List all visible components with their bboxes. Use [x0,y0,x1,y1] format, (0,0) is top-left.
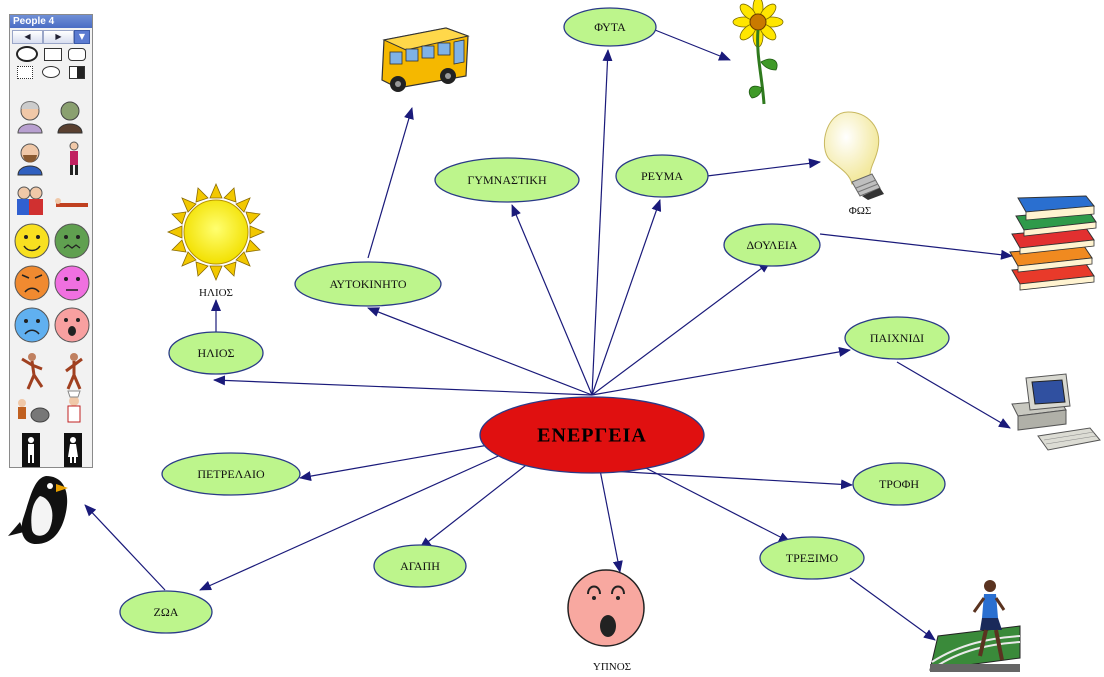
books-icon [1009,195,1097,291]
edge-center-fyta [591,49,613,396]
chef-icon[interactable] [67,390,81,423]
bus-icon [381,27,470,92]
node-zoa[interactable]: ΖΩΑ [119,590,213,634]
node-aytokinito-label: ΑΥΤΟΚΙΝΗΤΟ [329,277,406,291]
athlete-icon[interactable] [65,353,83,390]
center-label: ΕΝΕΡΓΕΙΑ [537,425,647,447]
node-petrelaio[interactable]: ΠΕΤΡΕΛΑΙΟ [161,452,301,496]
couple-icon[interactable] [17,186,43,215]
lying-person-icon[interactable] [55,198,88,207]
edge-center-ypnos [599,469,623,573]
node-doyleia-label: ΔΟΥΛΕΙΑ [747,238,798,252]
edge-center-aytokinito [367,307,593,396]
happy-face-icon[interactable] [14,223,50,259]
surprised-face-icon [567,569,645,647]
node-ilios[interactable]: ΗΛΙΟΣ [168,331,264,375]
node-agapi-label: ΑΓΑΠΗ [400,559,440,573]
node-treximo[interactable]: ΤΡΕΞΙΜΟ [759,536,865,580]
computer-icon [1011,373,1101,451]
palette-shapes-row-2 [13,64,89,80]
palette-next-button[interactable]: ▶ [43,30,74,44]
edge-center-trofi [591,469,853,490]
node-paixnidi[interactable]: ΠΑΙΧΝΙΔΙ [844,316,950,360]
palette-clipart-grid [14,101,90,467]
node-gymnastiki-label: ΓΥΜΝΑΣΤΙΚΗ [467,173,547,187]
edge-doyleia-books [819,233,1013,260]
node-agapi[interactable]: ΑΓΑΠΗ [373,544,467,588]
standing-person-icon[interactable] [69,141,79,175]
surprised-small-face-icon[interactable] [54,307,90,343]
runner-icon [929,580,1021,672]
edges [84,29,1013,641]
edge-center-revma [591,199,662,396]
palette-dropdown-button[interactable]: ▼ [74,30,90,44]
node-aytokinito[interactable]: ΑΥΤΟΚΙΝΗΤΟ [294,261,442,307]
edge-center-petrelaio [299,442,501,482]
bearded-man-icon[interactable] [17,143,43,176]
node-treximo-label: ΤΡΕΞΙΜΟ [786,551,839,565]
edge-treximo-runner [849,577,936,641]
oval-shape-tool[interactable] [16,46,38,62]
edge-aytokinito-bus [367,107,414,259]
edge-fyta-flower [654,29,731,61]
node-revma[interactable]: ΡΕΥΜΑ [615,154,709,198]
edge-paixnidi-computer [896,361,1011,429]
node-center[interactable]: ΕΝΕΡΓΕΙΑ [479,396,705,474]
node-fyta[interactable]: ΦΥΤΑ [563,7,657,47]
node-paixnidi-label: ΠΑΙΧΝΙΔΙ [870,331,924,345]
person-with-rock-icon[interactable] [18,399,50,423]
people-palette: People 4 ◀ ▶ ▼ [9,14,93,468]
caption-ypnos: ΥΠΝΟΣ [593,661,631,673]
palette-nav: ◀ ▶ ▼ [12,30,90,44]
man-sign-icon[interactable] [22,433,40,467]
caption-fos: ΦΩΣ [849,205,872,217]
node-trofi[interactable]: ΤΡΟΦΗ [852,462,946,506]
node-gymnastiki[interactable]: ΓΥΜΝΑΣΤΙΚΗ [434,157,580,203]
light-bulb-icon [823,111,884,200]
node-petrelaio-label: ΠΕΤΡΕΛΑΙΟ [197,467,265,481]
neutral-face-icon[interactable] [54,265,90,301]
edge-center-doyleia [591,261,771,396]
angry-face-icon[interactable] [14,265,50,301]
text-box-shape-tool[interactable] [17,65,34,79]
node-fyta-label: ΦΥΤΑ [594,20,626,34]
sad-face-icon[interactable] [14,307,50,343]
cloud-shape-tool[interactable] [41,66,60,78]
edge-center-agapi [419,461,531,549]
edge-zoa-penguin [84,504,166,591]
dancer-icon[interactable] [21,353,44,390]
edge-revma-bulb [706,158,821,177]
caption-ilios: ΗΛΙΟΣ [199,287,233,299]
old-woman-icon[interactable] [17,101,43,134]
node-zoa-label: ΖΩΑ [154,605,179,619]
penguin-icon [8,476,68,544]
palette-title: People 4 [10,15,92,28]
edge-center-gymnastiki [511,204,593,396]
edge-center-treximo [639,464,791,543]
flower-icon [732,0,784,105]
sun-icon [166,182,266,282]
shadow-rect-shape-tool[interactable] [68,65,85,79]
palette-shapes-row-1 [13,46,89,62]
zombie-man-icon[interactable] [57,101,83,134]
rounded-rect-shape-tool[interactable] [68,47,86,61]
edge-center-paixnidi [591,346,851,396]
node-doyleia[interactable]: ΔΟΥΛΕΙΑ [723,223,821,267]
rectangle-shape-tool[interactable] [44,47,62,61]
edge-center-ilios [213,375,593,396]
woman-sign-icon[interactable] [64,433,82,467]
node-revma-label: ΡΕΥΜΑ [641,169,683,183]
sick-face-icon[interactable] [54,223,90,259]
edge-center-zoa [199,452,506,591]
node-trofi-label: ΤΡΟΦΗ [879,477,919,491]
palette-prev-button[interactable]: ◀ [12,30,43,44]
node-ilios-label: ΗΛΙΟΣ [197,346,234,360]
